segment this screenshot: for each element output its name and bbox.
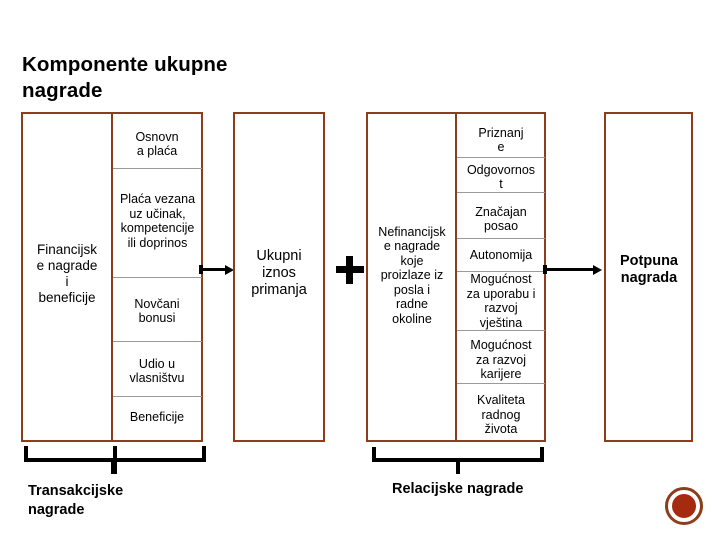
arrow-head-2: [593, 265, 602, 275]
cell-novcani-bonusi: Novčani bonusi: [134, 296, 180, 326]
arrow-line-2: [543, 268, 595, 271]
cell-osnovna-placa: Osnovn a plaća: [135, 129, 179, 159]
divider-nefinancijske-5: [457, 330, 545, 331]
box-financijske-label: Financijsk e nagrade i beneficije: [36, 242, 98, 305]
cell-priznanje: Priznanj e: [478, 125, 524, 155]
divider-financijske-2: [113, 277, 202, 278]
corner-logo-icon: [665, 487, 703, 525]
cell-mogucnost-uporaba: Mogućnost za uporabu i razvoj vještina: [466, 272, 536, 330]
page-title: Komponente ukupne nagrade: [22, 53, 228, 102]
box-financijske-separator: [111, 112, 113, 442]
box-potpuna-nagrada: [604, 112, 693, 442]
bottom-label-relacijske: Relacijske nagrade: [392, 481, 524, 497]
cell-odgovornost: Odgovornos t: [466, 162, 536, 192]
box-ukupni-iznos-label: Ukupni iznos primanja: [251, 247, 307, 298]
cell-udio-u-vlasnistvu: Udio u vlasništvu: [129, 356, 185, 386]
arrow-head-1: [225, 265, 234, 275]
cell-beneficije: Beneficije: [129, 409, 185, 424]
box-ukupni-iznos: [233, 112, 325, 442]
cell-kvaliteta-radnog-zivota: Kvaliteta radnog života: [477, 393, 525, 437]
cell-znacajan-posao: Značajan posao: [475, 204, 527, 234]
divider-nefinancijske-4: [457, 271, 545, 272]
divider-nefinancijske-1: [457, 157, 545, 158]
bottom-label-transakcijske: Transakcijske nagrade: [28, 483, 124, 518]
divider-nefinancijske-3: [457, 238, 545, 239]
divider-financijske-1: [113, 168, 202, 169]
cell-autonomija: Autonomija: [469, 247, 533, 262]
plus-operator: [336, 256, 364, 284]
box-nefinancijske-separator: [455, 112, 457, 442]
arrow-line-1: [199, 268, 228, 271]
divider-financijske-3: [113, 341, 202, 342]
divider-nefinancijske-2: [457, 192, 545, 193]
box-potpuna-nagrada-label: Potpuna nagrada: [620, 252, 678, 287]
brace-relacijske: [372, 447, 544, 474]
brace-transakcijske: [24, 446, 206, 474]
divider-nefinancijske-6: [457, 383, 545, 384]
cell-placa-vezana: Plaća vezana uz učinak, kompetencije ili…: [119, 192, 196, 250]
box-nefinancijske-label: Nefinancijsk e nagrade koje proizlaze iz…: [378, 224, 446, 326]
cell-mogucnost-karijera: Mogućnost za razvoj karijere: [470, 338, 532, 382]
divider-financijske-4: [113, 396, 202, 397]
